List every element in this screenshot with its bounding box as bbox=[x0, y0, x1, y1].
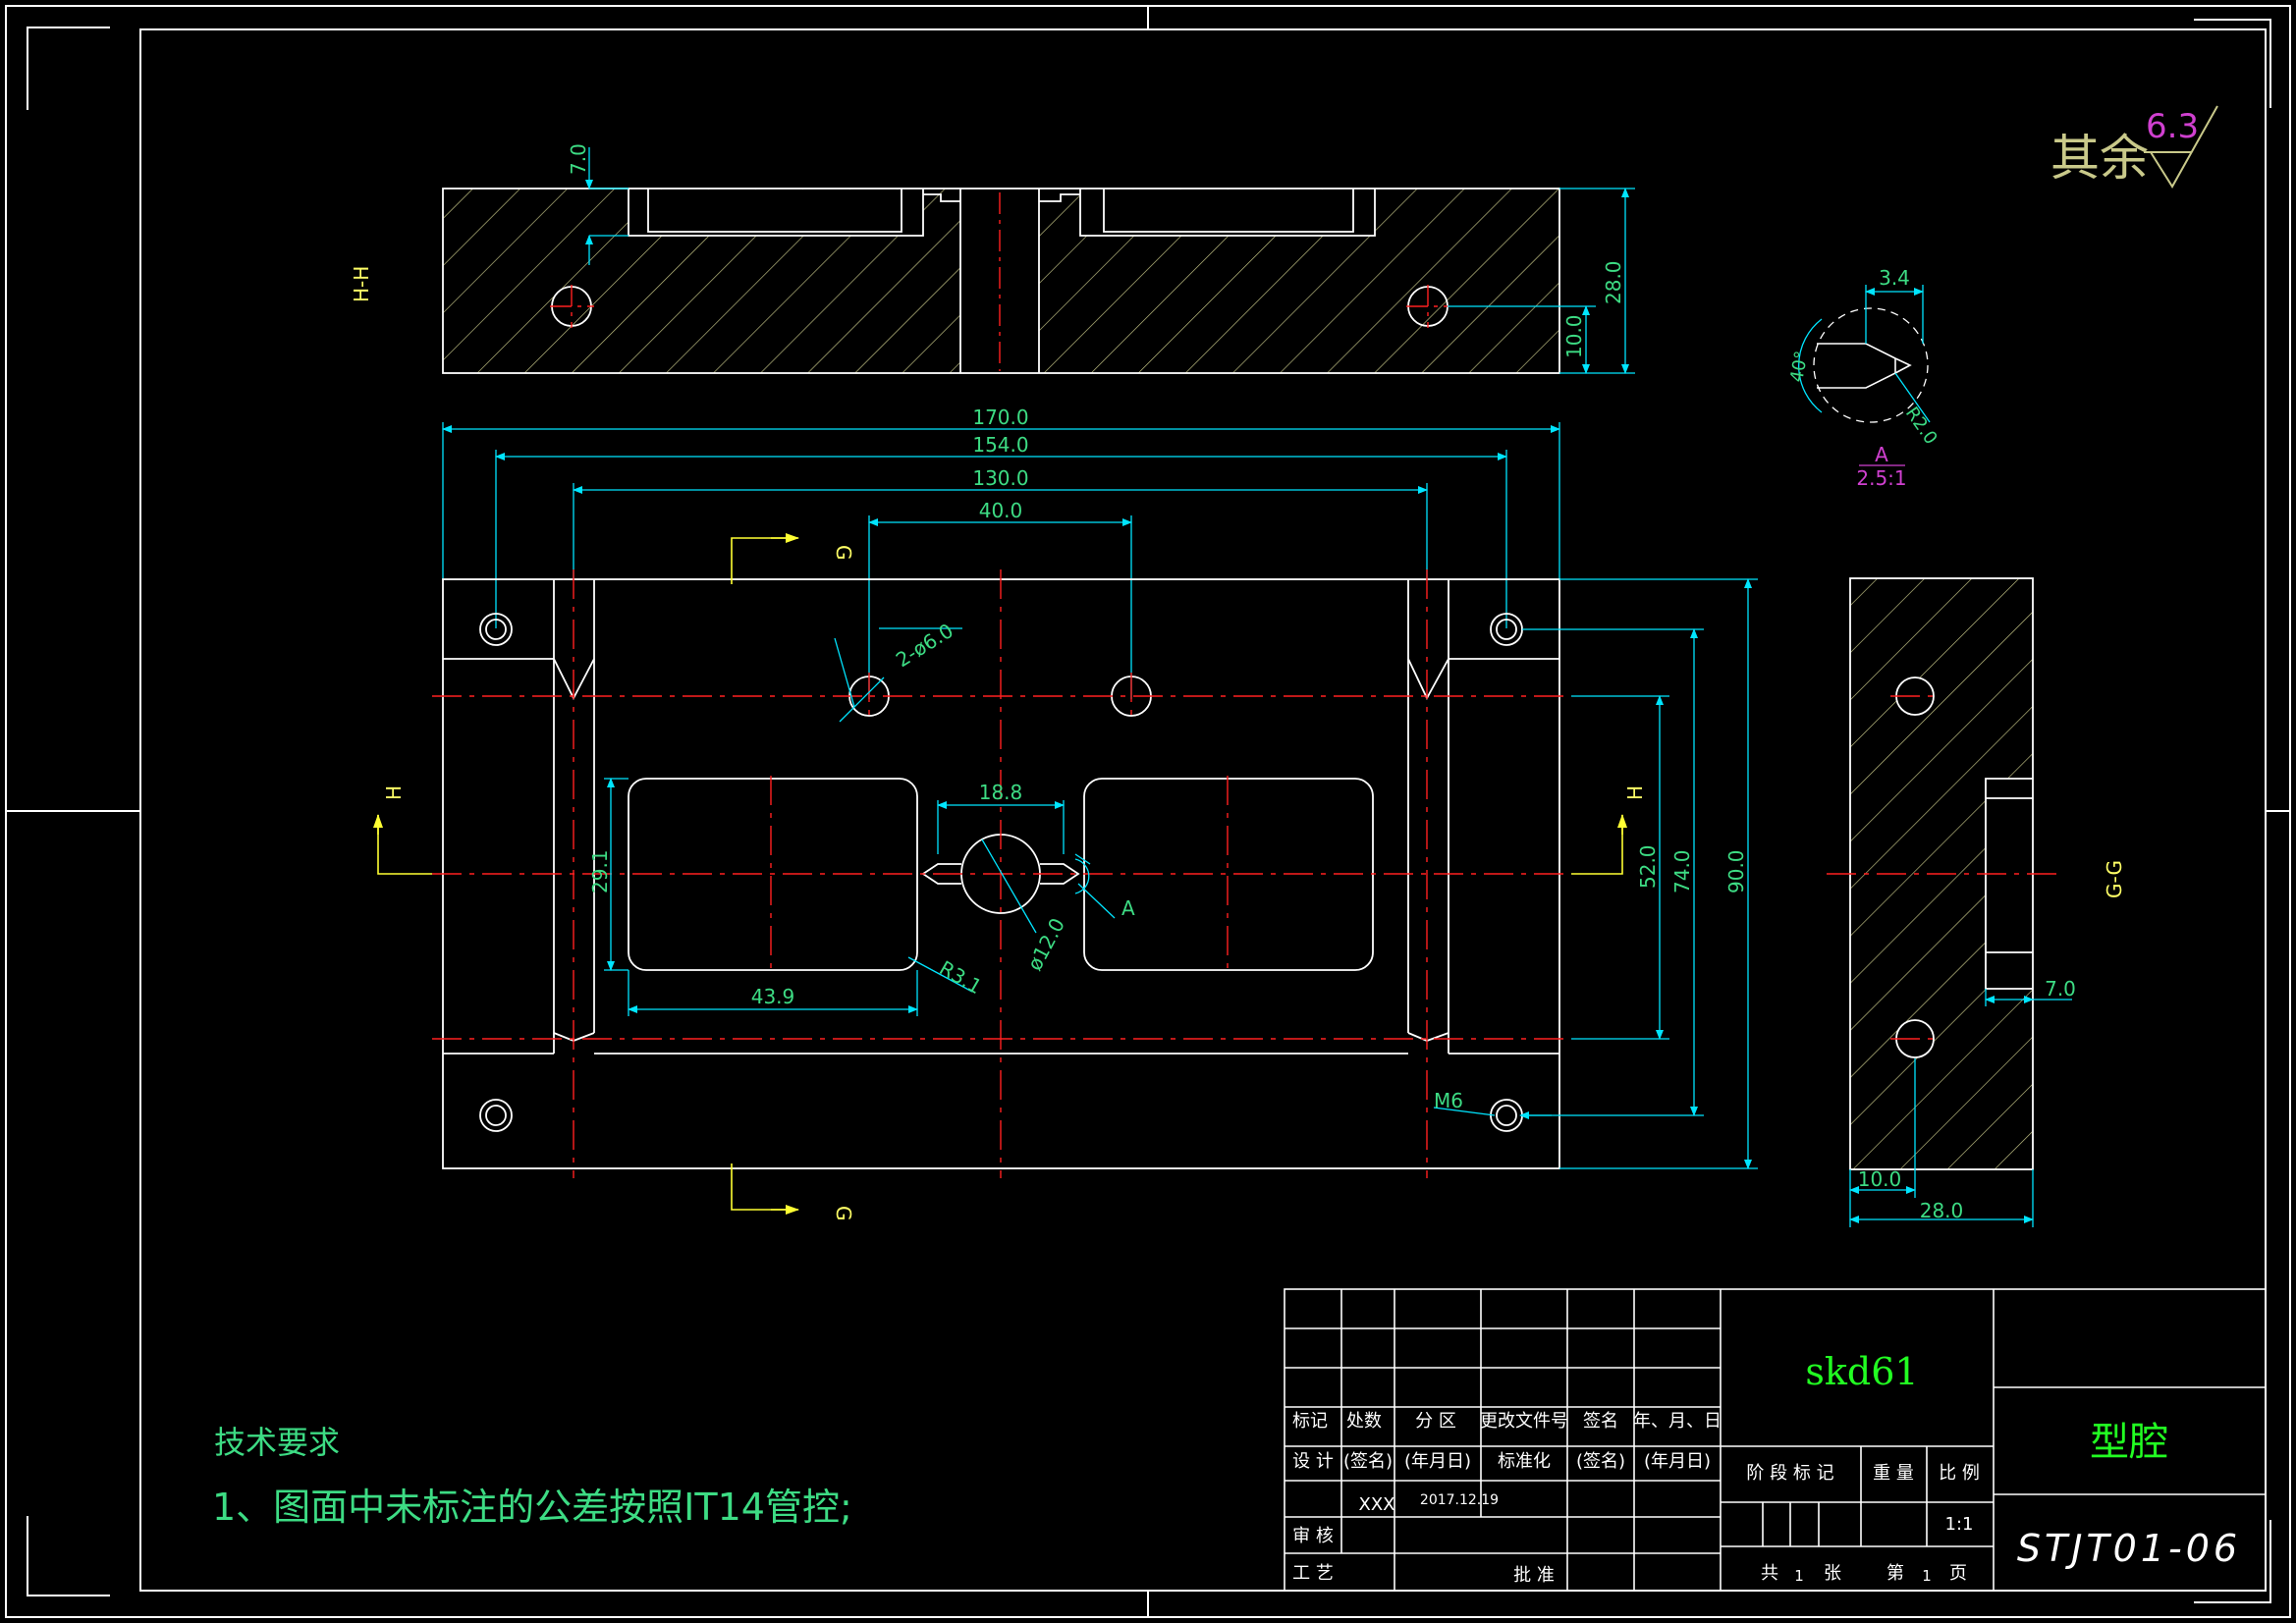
roughness-value: 6.3 bbox=[2146, 107, 2199, 146]
tb-hdr-mark: 标记 bbox=[1292, 1411, 1328, 1432]
dim-height-52: 52.0 bbox=[1636, 844, 1660, 889]
dim-height-90: 90.0 bbox=[1724, 849, 1748, 893]
tb-process-label: 工 艺 bbox=[1292, 1563, 1334, 1584]
tb-scale-value: 1:1 bbox=[1945, 1514, 1974, 1535]
title-block-text: 标记 处数 分 区 更改文件号 签名 年、月、日 设 计 (签名) (年月日) … bbox=[1292, 1411, 1980, 1586]
section-g-bottom: G bbox=[832, 1206, 855, 1221]
dim-cavity-radius: R3.1 bbox=[936, 956, 987, 1000]
dim-overall-length: 170.0 bbox=[972, 406, 1028, 429]
tb-total-label: 共 bbox=[1761, 1563, 1778, 1584]
tb-hdr-date: 年、月、日 bbox=[1633, 1411, 1722, 1432]
tb-hdr-change-doc: 更改文件号 bbox=[1480, 1411, 1568, 1432]
dim-top-hole-offset: 10.0 bbox=[1562, 314, 1586, 358]
tb-date-label: (年月日) bbox=[1404, 1451, 1471, 1472]
tb-drawing-no: STJT01-06 bbox=[2017, 1527, 2241, 1570]
dim-top-thickness: 28.0 bbox=[1602, 260, 1625, 304]
title-block bbox=[1284, 1288, 2267, 1592]
dim-pin-holes: 2-ø6.0 bbox=[892, 619, 957, 672]
detail-angle: 40° bbox=[1786, 350, 1812, 384]
dim-pin-spacing: 40.0 bbox=[979, 499, 1023, 522]
tb-total-value: 1 bbox=[1794, 1567, 1804, 1585]
dim-cavity-width: 43.9 bbox=[751, 985, 795, 1008]
dim-gate-width: 18.8 bbox=[979, 781, 1023, 804]
tb-designer: XXX bbox=[1359, 1494, 1395, 1515]
dim-center-spacing: 130.0 bbox=[972, 466, 1028, 490]
tb-review-label: 审 核 bbox=[1292, 1526, 1334, 1546]
dim-top-depth: 7.0 bbox=[567, 143, 590, 175]
section-gg: 28.0 10.0 7.0 G-G bbox=[1827, 577, 2126, 1227]
tb-date-label-2: (年月日) bbox=[1644, 1451, 1711, 1472]
dim-side-thickness: 28.0 bbox=[1920, 1199, 1964, 1222]
section-h-right: H bbox=[1623, 785, 1647, 800]
tb-sign-label-2: (签名) bbox=[1576, 1451, 1625, 1472]
tb-approve-label: 批 准 bbox=[1513, 1565, 1555, 1586]
tb-page-label: 第 bbox=[1886, 1563, 1904, 1584]
detail-scale: 2.5:1 bbox=[1856, 466, 1906, 490]
detail-a: 3.4 40° R2.0 A 2.5:1 bbox=[1786, 266, 1941, 490]
detail-radius: R2.0 bbox=[1901, 404, 1941, 449]
dim-side-offset: 10.0 bbox=[1858, 1167, 1902, 1191]
roughness-label: 其余 bbox=[2050, 130, 2149, 187]
section-h-left: H bbox=[382, 785, 406, 800]
tb-design-label: 设 计 bbox=[1292, 1451, 1334, 1472]
tb-page-value: 1 bbox=[1922, 1567, 1932, 1585]
tb-sign-label: (签名) bbox=[1343, 1451, 1393, 1472]
tb-date: 2017.12.19 bbox=[1420, 1492, 1499, 1508]
section-label-hh: H-H bbox=[350, 266, 373, 302]
drawing-frame bbox=[5, 5, 2291, 1618]
tb-hdr-zone: 分 区 bbox=[1415, 1411, 1456, 1432]
roughness-symbol: 其余 6.3 bbox=[2050, 105, 2218, 189]
tb-sheet-unit: 张 bbox=[1824, 1563, 1841, 1584]
dim-side-depth: 7.0 bbox=[2045, 977, 2076, 1001]
dim-cavity-height: 29.1 bbox=[588, 849, 612, 893]
dim-detail-ref: A bbox=[1121, 896, 1135, 920]
tb-hdr-count: 处数 bbox=[1346, 1411, 1382, 1432]
detail-ref-letter: A bbox=[1875, 443, 1888, 466]
tb-part-name: 型腔 bbox=[2090, 1420, 2168, 1465]
tb-material: skd61 bbox=[1805, 1350, 1918, 1393]
section-label-gg: G-G bbox=[2103, 860, 2126, 898]
tb-standard-label: 标准化 bbox=[1498, 1451, 1551, 1472]
section-g-top: G bbox=[832, 545, 855, 561]
tech-note: 1、图面中未标注的公差按照IT14管控; bbox=[212, 1486, 852, 1529]
tech-heading: 技术要求 bbox=[214, 1424, 340, 1461]
dim-height-74: 74.0 bbox=[1670, 849, 1694, 893]
section-hh: 7.0 28.0 10.0 H-H bbox=[350, 143, 1635, 374]
detail-width: 3.4 bbox=[1879, 266, 1910, 290]
dim-sprue-dia: ø12.0 bbox=[1022, 914, 1069, 974]
dim-thread: M6 bbox=[1434, 1089, 1463, 1112]
plan-view: 170.0 154.0 130.0 40.0 bbox=[373, 406, 1758, 1221]
tb-scale-label: 比 例 bbox=[1939, 1463, 1980, 1484]
tb-hdr-sign: 签名 bbox=[1583, 1411, 1618, 1432]
tb-weight-label: 重 量 bbox=[1873, 1463, 1914, 1484]
dim-hole-spacing: 154.0 bbox=[972, 433, 1028, 457]
tb-stage-label: 阶 段 标 记 bbox=[1746, 1463, 1833, 1484]
tb-page-unit: 页 bbox=[1949, 1563, 1967, 1584]
